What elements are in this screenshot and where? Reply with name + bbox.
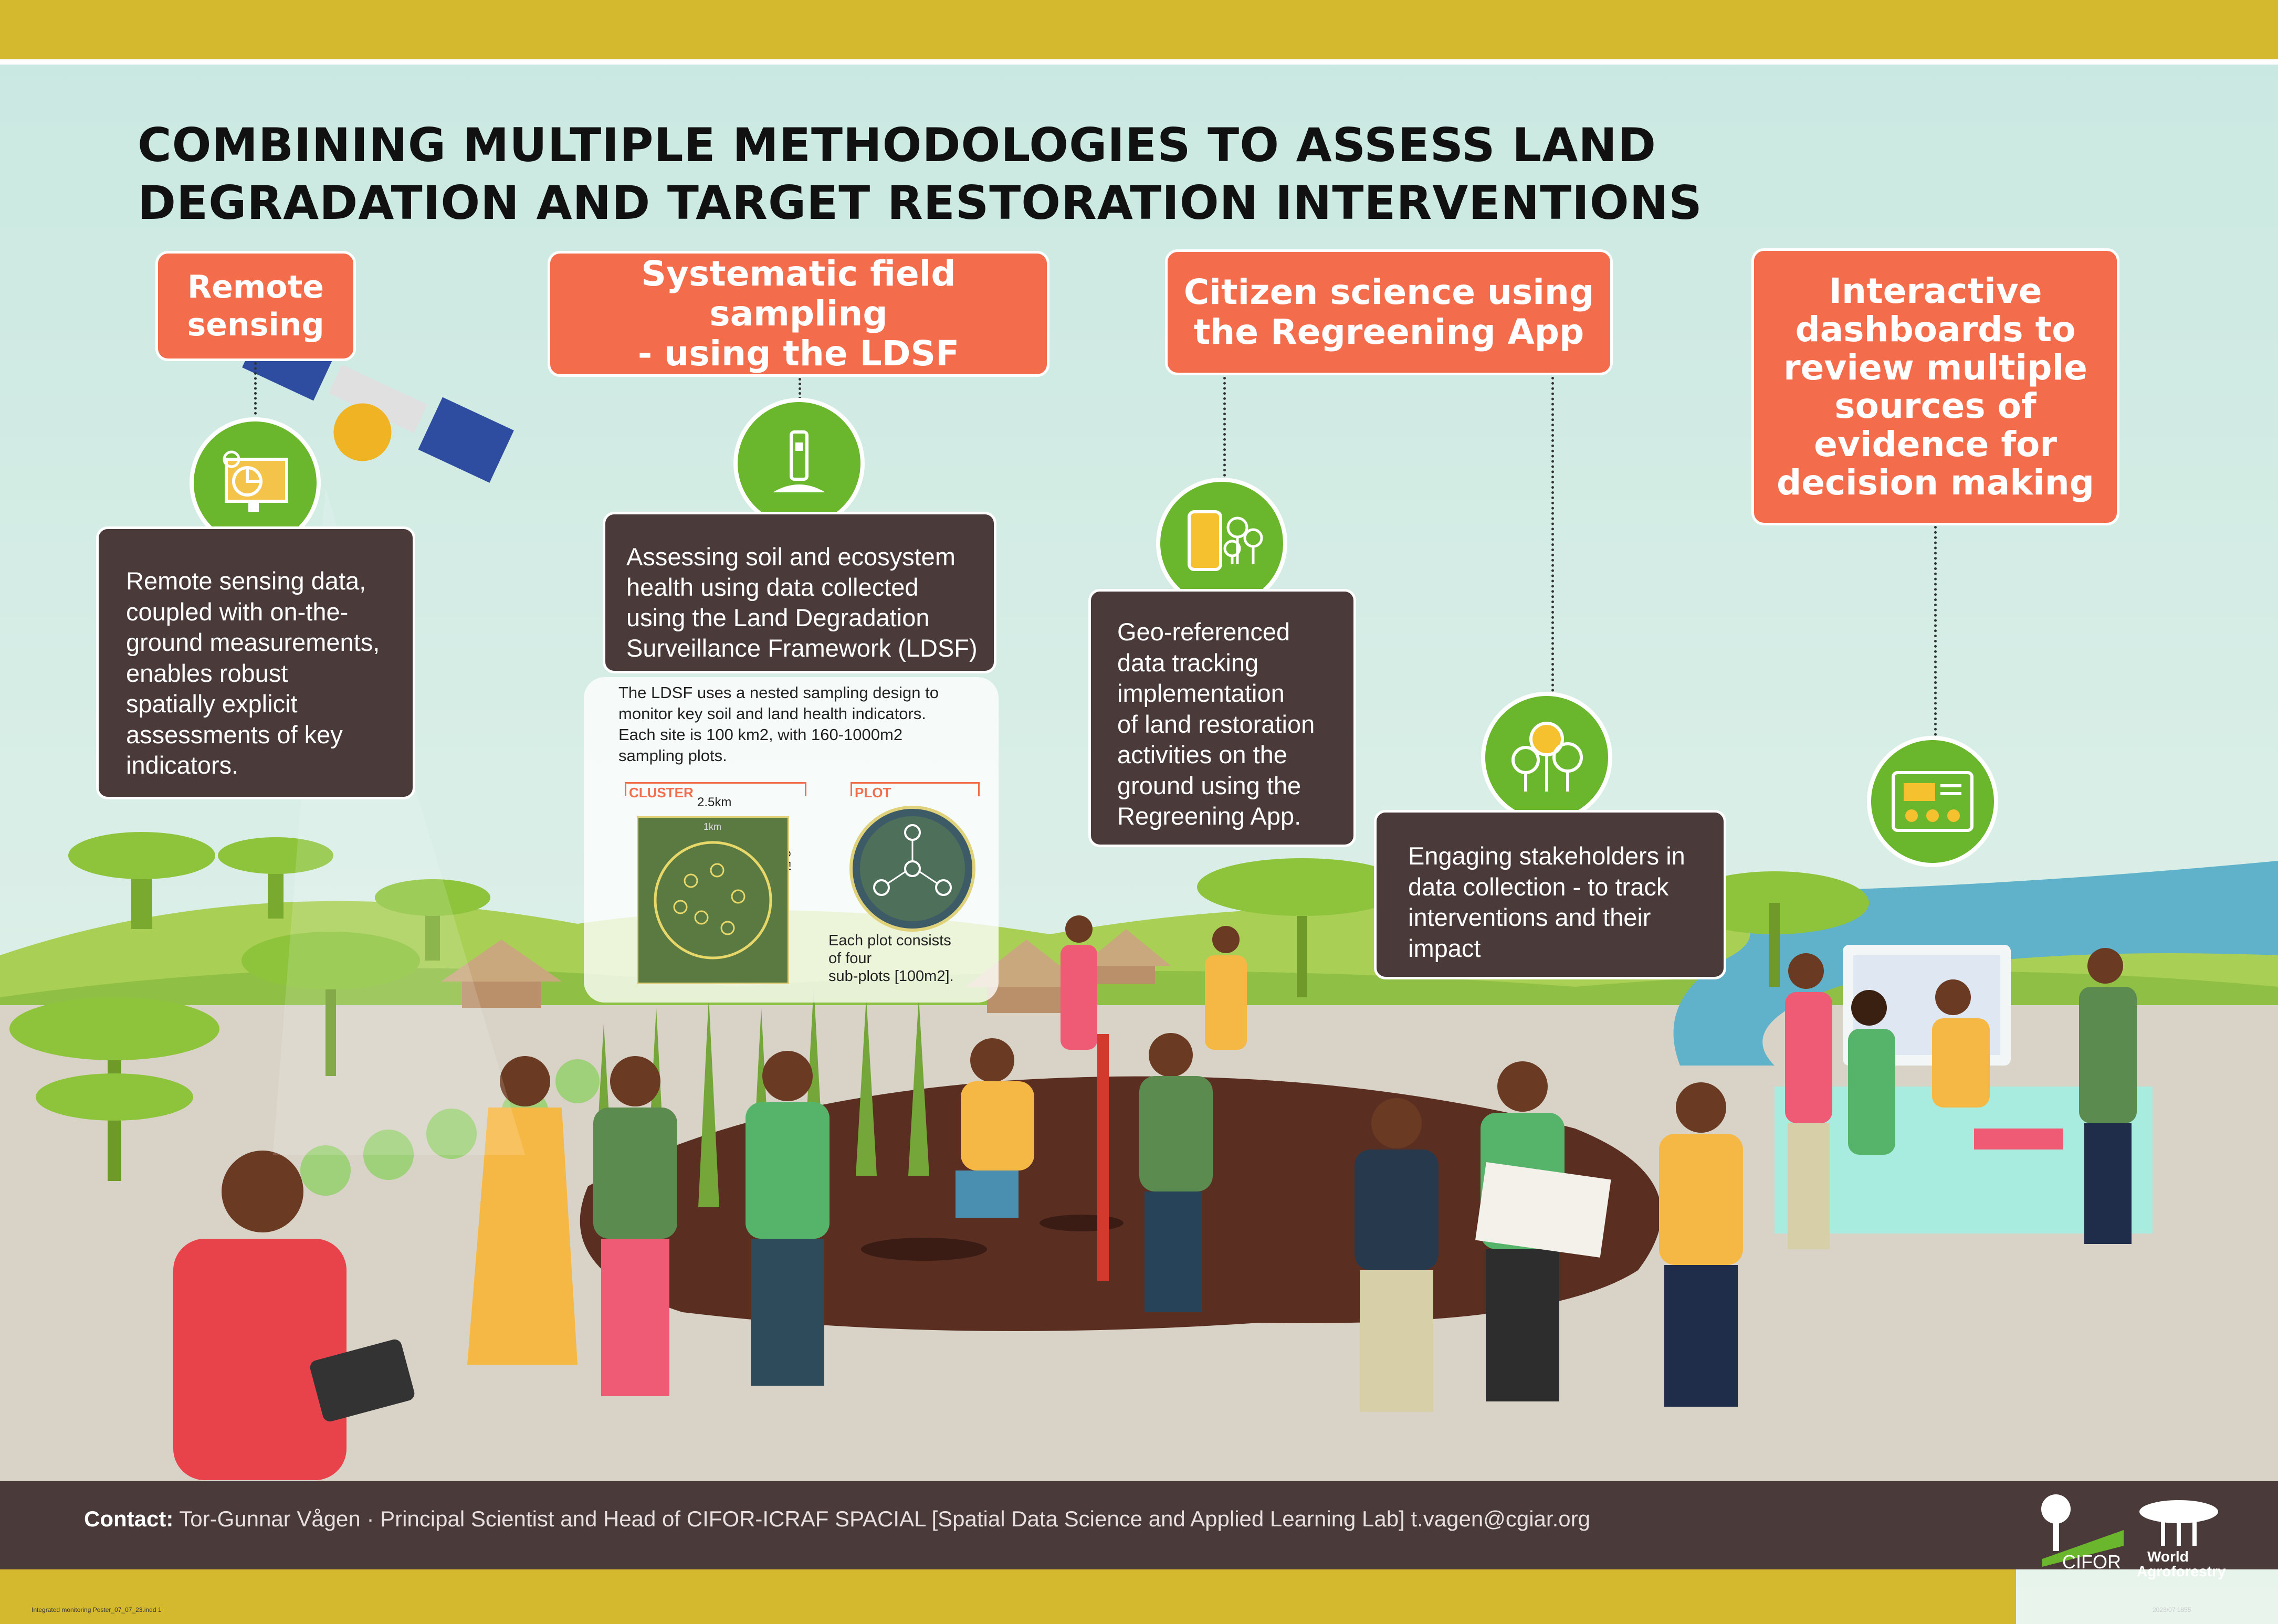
- contact-label: Contact:: [84, 1506, 174, 1531]
- dashboard-icon: [1867, 736, 1998, 867]
- print-mark-right: 2023/07 1855: [2153, 1606, 2191, 1614]
- sampling-probe-icon: [733, 398, 865, 529]
- trees-icon: [1481, 692, 1612, 823]
- connector-line: [1934, 526, 1937, 736]
- connector-line: [254, 362, 257, 415]
- cifor-logo: [2032, 1493, 2126, 1572]
- bottom-band: [0, 1569, 2016, 1624]
- contact-details: Tor-Gunnar Vågen · Principal Scientist a…: [173, 1506, 1590, 1531]
- footer-bar: [0, 1481, 2278, 1569]
- world-agroforestry-logo: [2137, 1493, 2221, 1551]
- cluster-width-label: 2.5km: [697, 795, 732, 809]
- regreening-description: Geo-referenced data tracking implementat…: [1088, 589, 1356, 847]
- plot-label: PLOT: [855, 785, 891, 800]
- connector-line: [1223, 377, 1226, 477]
- remote-sensing-description: Remote sensing data, coupled with on-the…: [96, 526, 415, 799]
- poster-title: COMBINING MULTIPLE METHODOLOGIES TO ASSE…: [138, 118, 1703, 230]
- world-agroforestry-text-2: Agroforestry: [2137, 1563, 2226, 1579]
- connector-line: [1551, 377, 1554, 702]
- plot-circle-map: [849, 806, 975, 932]
- top-band-line: [0, 59, 2278, 65]
- cluster-satellite-map: [637, 816, 789, 984]
- heading-dashboards: Interactive dashboards to review multipl…: [1751, 248, 2119, 525]
- contact-line: Contact: Tor-Gunnar Vågen · Principal Sc…: [84, 1506, 1590, 1532]
- heading-field-sampling: Systematic field sampling - using the LD…: [548, 251, 1049, 377]
- engaging-stakeholders-description: Engaging stakeholders in data collection…: [1374, 810, 1726, 979]
- heading-remote-sensing: Remote sensing: [155, 251, 356, 361]
- ldsf-description: Assessing soil and ecosystem health usin…: [603, 512, 996, 673]
- heading-citizen-science: Citizen science using the Regreening App: [1165, 249, 1613, 375]
- cluster-label: CLUSTER: [629, 785, 694, 800]
- cluster-inner-label: 1km: [704, 821, 722, 832]
- ldsf-sampling-note: The LDSF uses a nested sampling design t…: [618, 683, 939, 765]
- plot-bracket: [851, 782, 980, 796]
- top-band: [0, 0, 2278, 59]
- world-agroforestry-text-1: World: [2147, 1548, 2189, 1565]
- plot-note: Each plot consists of four sub-plots [10…: [828, 932, 954, 985]
- connector-line: [799, 378, 801, 404]
- phone-trees-icon: [1156, 478, 1287, 609]
- print-mark-left: Integrated monitoring Poster_07_07_23.in…: [32, 1606, 162, 1614]
- cifor-logo-text: CIFOR: [2062, 1551, 2121, 1573]
- cluster-bracket: [625, 782, 806, 796]
